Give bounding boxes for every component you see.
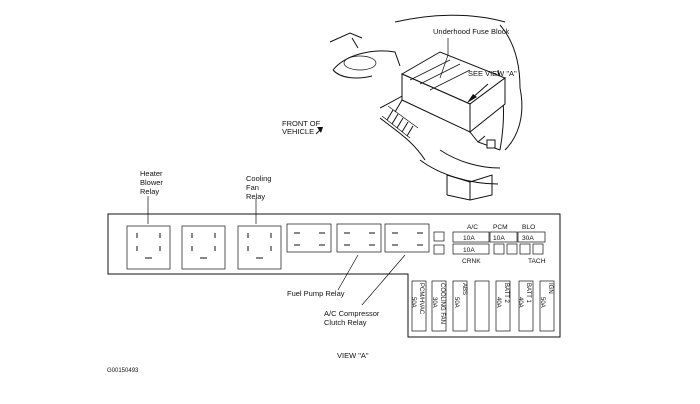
- maxi-fuse-name: COOLING FAN: [439, 283, 445, 324]
- maxi-fuse-value: 50A: [453, 297, 459, 308]
- maxi-fuse-name: BATT 2: [503, 283, 509, 303]
- relay-blank: [181, 225, 226, 270]
- mini-fuse-value-ac: 10A: [463, 235, 475, 242]
- mini-fuse-blo: [517, 231, 546, 243]
- heater-label-2: Blower: [140, 178, 163, 187]
- mini-fuse-label-tach: TACH: [528, 258, 546, 265]
- mini-fuse-value-crnk: 10A: [463, 247, 475, 254]
- fuel-pump-relay-label: Fuel Pump Relay: [287, 289, 345, 298]
- mini-fuse-pcm: [489, 231, 518, 243]
- mini-fuse-crnk: [452, 243, 490, 255]
- maxi-fuse-name: PCM/HVAC: [418, 283, 424, 315]
- mini-fuse-label-crnk: CRNK: [462, 258, 481, 265]
- mini-fuse-label-blo: BLO: [522, 224, 535, 231]
- ac-compressor-label-2: Clutch Relay: [324, 318, 367, 327]
- ac-compressor-clutch-relay: [384, 223, 430, 253]
- mini-fuse-label-ac: A/C: [467, 224, 478, 231]
- cooling-label-3: Relay: [246, 192, 265, 201]
- front-of-vehicle-label-2: VEHICLE: [282, 127, 314, 136]
- fuel-pump-relay: [336, 223, 382, 253]
- view-a-caption: VIEW "A": [337, 351, 369, 360]
- cooling-fan-relay: [237, 225, 282, 270]
- see-view-label: SEE VIEW "A": [468, 69, 517, 78]
- maxi-fuse-name: ABS: [461, 283, 467, 295]
- figure-id: G00150493: [107, 368, 139, 374]
- cooling-label-1: Cooling: [246, 174, 271, 183]
- maxi-fuse-value: 40A: [517, 297, 523, 308]
- heater-label-1: Heater: [140, 169, 163, 178]
- maxi-fuse-name: IGN: [547, 283, 553, 294]
- cooling-label-2: Fan: [246, 183, 259, 192]
- relay-small-1: [286, 223, 332, 253]
- maxi-fuse-value: 50A: [410, 297, 416, 308]
- mini-fuse-ac: [452, 231, 490, 243]
- heater-label-3: Relay: [140, 187, 159, 196]
- underhood-fuse-block-label: Underhood Fuse Block: [433, 27, 510, 36]
- maxi-fuse-value: 50A: [539, 297, 545, 308]
- engine-bay-illustration: [315, 14, 523, 201]
- view-a-fuse-block: [107, 213, 561, 338]
- mini-fuse-value-pcm: 10A: [493, 235, 505, 242]
- heater-blower-relay: [126, 225, 171, 270]
- ac-compressor-label-1: A/C Compressor: [324, 309, 380, 318]
- maxi-fuse-value: 40A: [495, 297, 501, 308]
- front-of-vehicle-label: FRONT OF: [282, 119, 321, 128]
- maxi-fuse-name: BATT 1: [525, 283, 531, 303]
- mini-fuse-label-pcm: PCM: [493, 224, 508, 231]
- maxi-fuse-value: 30A: [431, 297, 437, 308]
- mini-fuse-value-blo: 30A: [522, 235, 534, 242]
